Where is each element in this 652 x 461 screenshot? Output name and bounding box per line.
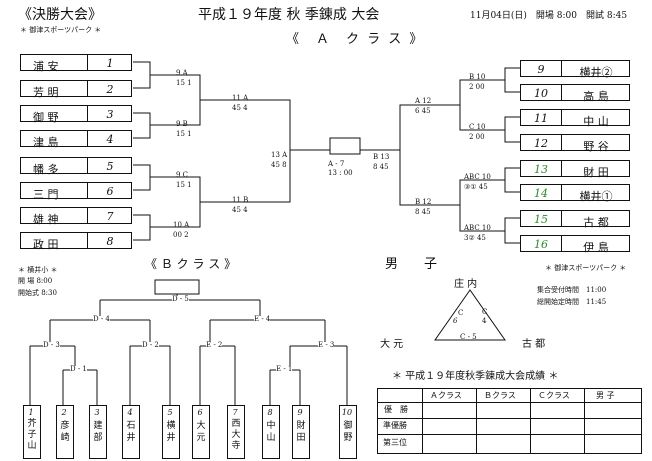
b-team-5: 5 横井	[162, 405, 180, 459]
boys-team-top: 庄 内	[454, 279, 478, 290]
boys-meeting: 総開始定時間 11:45	[537, 298, 607, 306]
boys-edge-bottom: C - 5	[460, 333, 477, 341]
boys-venue: ＊ 御津スポーツパーク ＊	[545, 264, 627, 272]
b-team-4: 4 石井	[122, 405, 140, 459]
b-team-7: 7 西大寺	[227, 405, 245, 459]
boys-edge-right: C 4	[482, 308, 488, 325]
b-team-10: 10 御野	[339, 405, 357, 459]
center-title: 平成１９年度 秋 季錬成 大会	[198, 7, 380, 23]
b-match-label: E - 1	[276, 365, 293, 373]
results-col-boys: 男 子	[596, 391, 615, 400]
b-match-label: D - 4	[93, 315, 110, 323]
b-team-6: 6 大元	[192, 405, 210, 459]
results-col-c: Ｃクラス	[538, 391, 570, 400]
results-row-runnerup: 準優勝	[383, 421, 407, 430]
boys-team-left: 大 元	[380, 339, 404, 350]
results-row-third: 第三位	[383, 438, 407, 447]
b-venue: ＊ 横井小 ＊	[18, 266, 58, 274]
boys-title: 男 子	[385, 257, 438, 272]
b-match-label: D - 5	[172, 295, 189, 303]
b-team-8: 8 中山	[262, 405, 280, 459]
boys-edge-left: 6	[453, 317, 458, 325]
b-team-1: 1 芥子山	[23, 405, 41, 459]
results-row-winner: 優 勝	[384, 405, 408, 414]
b-class-title: 《 Ｂ ク ラ ス 》	[145, 257, 237, 271]
b-match-label: D - 3	[43, 341, 60, 349]
results-col-b: Ｂクラス	[484, 391, 516, 400]
boys-reception: 集合受付時間 11:00	[537, 286, 607, 294]
b-start-label: 開始式 8:30	[18, 289, 57, 297]
b-open-label: 開 場 8:00	[18, 277, 53, 285]
b-match-label: D - 1	[70, 365, 87, 373]
date-info: 11月04日(日) 開場 8:00 開試 8:45	[470, 11, 628, 21]
left-venue: ＊ 御津スポーツパーク ＊	[20, 26, 102, 34]
b-match-label: E - 4	[254, 315, 271, 323]
boys-team-right: 古 都	[522, 339, 546, 350]
results-title: ＊ 平成１９年度秋季錬成大会成績 ＊	[392, 371, 559, 382]
b-match-label: E - 2	[206, 341, 223, 349]
boys-edge-inner: C	[458, 309, 464, 317]
b-team-2: 2 彦崎	[56, 405, 74, 459]
b-team-9: 9 財田	[292, 405, 310, 459]
b-match-label: D - 2	[142, 341, 159, 349]
results-col-a: Ａクラス	[430, 391, 462, 400]
results-table: Ａクラス Ｂクラス Ｃクラス 男 子 優 勝 準優勝 第三位	[377, 388, 642, 454]
a-class-title: 《 Ａ ク ラ ス 》	[286, 32, 425, 47]
b-team-3: 3 建部	[89, 405, 107, 459]
left-title: 《決勝大会》	[18, 7, 102, 23]
b-match-label: E - 3	[318, 341, 335, 349]
